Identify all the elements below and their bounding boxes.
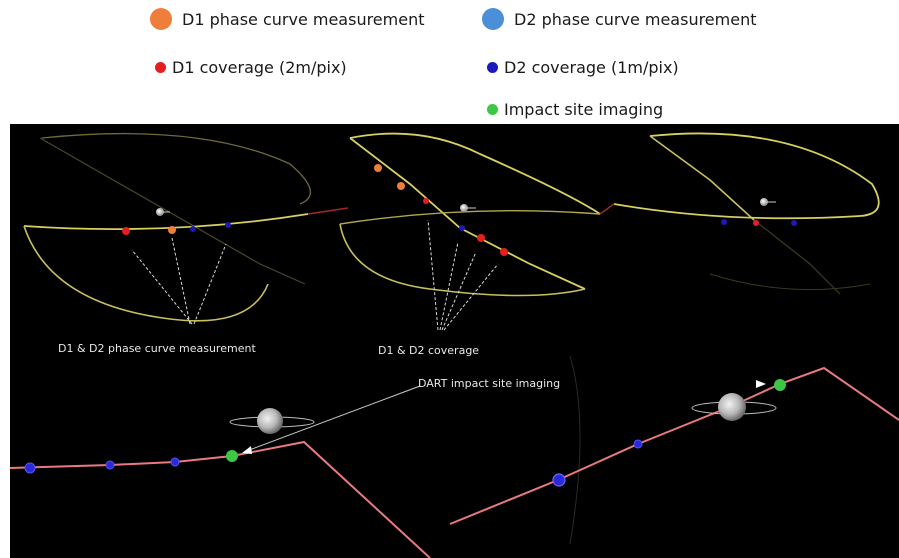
legend-item-d1-coverage: D1 coverage (2m/pix) xyxy=(150,58,347,77)
didymos-asteroid-2 xyxy=(718,393,746,421)
approach-trajectory-1 xyxy=(10,440,431,558)
pointer-arrow xyxy=(441,251,477,331)
impact-pointer-arrowhead xyxy=(242,446,252,454)
legend-label-d2-phase: D2 phase curve measurement xyxy=(514,9,757,29)
pointer-arrow xyxy=(443,263,499,331)
orbit-middle-line-3 xyxy=(613,203,861,220)
d2-coverage-point xyxy=(190,226,196,232)
pointer-arrow xyxy=(131,249,193,325)
d1-coverage-point xyxy=(753,220,759,226)
legend-label-d2-coverage: D2 coverage (1m/pix) xyxy=(504,58,679,77)
orbit-diagonal-3 xyxy=(649,135,755,221)
d2-coverage-point xyxy=(24,462,36,474)
legend-item-impact: Impact site imaging xyxy=(482,100,663,119)
d2-coverage-point xyxy=(633,439,643,449)
approach-panel-1: DART impact site imaging xyxy=(10,355,581,558)
d2-coverage-point xyxy=(552,473,566,487)
coverage-annotation: D1 & D2 coverage xyxy=(378,344,479,357)
orbit-panel-1: D1 & D2 phase curve measurement xyxy=(23,132,349,355)
d1-coverage-point xyxy=(423,198,429,204)
orbit-lower-loop-1 xyxy=(23,225,269,322)
d1-coverage-point xyxy=(122,227,130,235)
orbit-faint-arc-1 xyxy=(41,132,311,205)
impact-site-point xyxy=(226,450,238,462)
d2-coverage-point xyxy=(721,219,727,225)
orbit-panel-2: D1 & D2 coverage xyxy=(339,132,601,357)
orbit-faint-diagonal-1 xyxy=(39,137,306,285)
approach-trajectory-2 xyxy=(449,366,899,525)
faint-arc-center xyxy=(569,355,581,545)
legend-item-d2-phase: D2 phase curve measurement xyxy=(482,8,757,30)
asteroid-small-2 xyxy=(460,204,468,212)
trajectory-scene: D1 & D2 phase curve measurement D1 & D2 … xyxy=(10,124,899,558)
d2-coverage-point xyxy=(459,225,465,231)
orbit-panel-3 xyxy=(599,132,880,295)
didymos-asteroid-1 xyxy=(257,408,283,434)
orbit-lower-loop-2 xyxy=(339,223,586,297)
orbit-upper-loop-3 xyxy=(649,132,880,217)
orbit-connector-3 xyxy=(599,203,615,215)
d1-phase-point xyxy=(374,164,382,172)
legend-label-d1-coverage: D1 coverage (2m/pix) xyxy=(172,58,347,77)
asteroid-small-3 xyxy=(760,198,768,206)
d2-phase-marker-icon xyxy=(482,8,504,30)
impact-site-point xyxy=(774,379,786,391)
legend: D1 phase curve measurement D2 phase curv… xyxy=(0,0,899,122)
orbit-connector-1 xyxy=(307,207,349,215)
d2-coverage-point xyxy=(791,220,797,226)
pointer-arrow xyxy=(427,219,439,331)
orbit-upper-loop-2 xyxy=(349,132,601,215)
pointer-arrow xyxy=(193,243,227,325)
legend-label-d1-phase: D1 phase curve measurement xyxy=(182,9,425,29)
d1-phase-point xyxy=(168,226,176,234)
d1-phase-marker-icon xyxy=(150,8,172,30)
orbit-upper-line-1 xyxy=(23,213,309,231)
trajectory-diagram: D1 & D2 phase curve measurement D1 & D2 … xyxy=(10,132,899,558)
phase-curve-annotation: D1 & D2 phase curve measurement xyxy=(58,342,256,355)
d2-coverage-point xyxy=(225,222,231,228)
d1-coverage-point xyxy=(477,234,485,242)
d1-phase-point xyxy=(397,182,405,190)
orbit-faint-lower-3 xyxy=(709,273,871,291)
asteroid-small-1 xyxy=(156,208,164,216)
impact-direction-arrowhead xyxy=(756,380,766,388)
impact-imaging-annotation: DART impact site imaging xyxy=(418,377,560,390)
impact-pointer-line xyxy=(243,385,421,453)
orbit-faint-tail-3 xyxy=(753,219,841,295)
d2-coverage-point xyxy=(170,457,180,467)
impact-marker-icon xyxy=(487,104,498,115)
legend-label-impact: Impact site imaging xyxy=(504,100,664,119)
d2-coverage-point xyxy=(105,460,115,470)
approach-panel-2 xyxy=(449,366,899,525)
orbit-diagonal-2 xyxy=(349,137,586,290)
d1-coverage-point xyxy=(500,248,508,256)
orbit-middle-line-2 xyxy=(339,209,601,225)
legend-item-d2-coverage: D2 coverage (1m/pix) xyxy=(482,58,679,77)
d2-coverage-marker-icon xyxy=(487,62,498,73)
d1-coverage-marker-icon xyxy=(155,62,166,73)
legend-item-d1-phase: D1 phase curve measurement xyxy=(150,8,425,30)
